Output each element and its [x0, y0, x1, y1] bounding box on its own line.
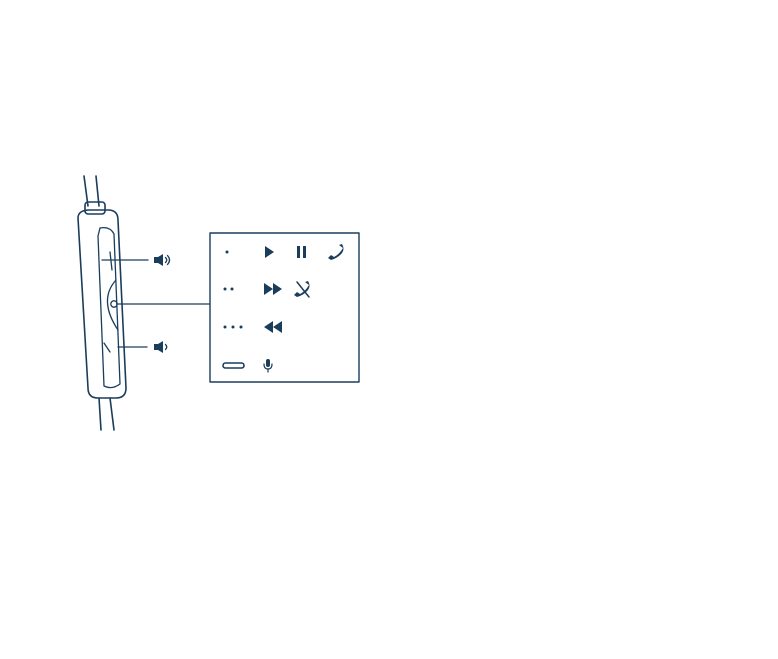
press-dot: [224, 288, 227, 291]
legend-row-single-press: [226, 244, 344, 260]
center-button[interactable]: [111, 301, 210, 307]
volume-up-icon: [154, 254, 170, 266]
volume-up-button[interactable]: [102, 252, 148, 270]
legend-row-double-press: [224, 281, 310, 297]
rewind-icon: [264, 321, 282, 333]
press-dot: [232, 326, 235, 329]
press-dot: [224, 326, 227, 329]
press-dot: [226, 251, 229, 254]
volume-down-button[interactable]: [104, 343, 147, 352]
play-icon: [265, 246, 274, 258]
phone-answer-icon: [328, 244, 344, 260]
legend-row-triple-press: [224, 321, 283, 333]
long-press-bar: [223, 363, 244, 368]
legend-box: [210, 233, 359, 382]
cable-bottom: [99, 398, 114, 430]
legend-row-long-press: [223, 359, 272, 372]
microphone-icon: [264, 359, 272, 372]
volume-down-icon: [154, 341, 167, 353]
press-dot: [240, 326, 243, 329]
press-dot: [231, 288, 234, 291]
remote-control-panel: [98, 228, 120, 388]
phone-hangup-icon: [294, 281, 310, 297]
fast-forward-icon: [264, 283, 282, 295]
pause-icon: [297, 246, 306, 258]
